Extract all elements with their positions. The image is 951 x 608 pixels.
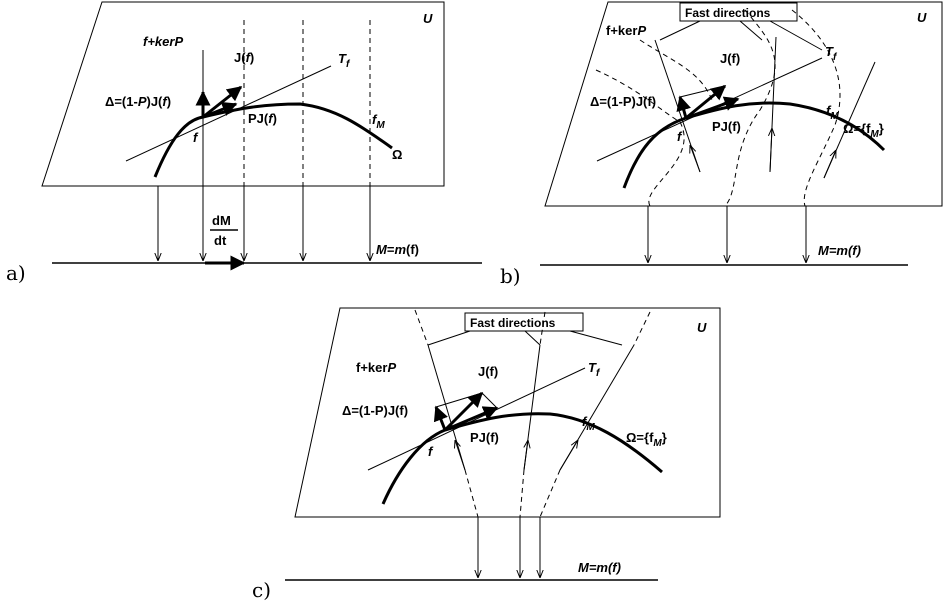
fast-directions-label-c: Fast directions [470,316,556,330]
fast-line-1-c [427,344,466,471]
space-label-a: U [423,11,433,26]
delta-vector-b [676,95,691,119]
base-label-a: M=m(f) [376,242,419,257]
pj-vector-b [685,96,740,120]
panel-c: U Fast directions Tf f+kerP J(f) Δ=(1-P)… [252,307,721,602]
fast-pointer-2-b [739,20,763,41]
tangent-line-a [125,65,332,162]
fast-pointer-3-c [569,330,623,346]
pj-label-a: PJ(f) [248,111,277,126]
point-label-b: f [677,129,683,144]
point-label-a: f [193,130,199,145]
fm-label-c: fM [582,414,595,433]
panel-tag-c: c) [252,578,271,602]
space-plane-b [544,1,943,207]
base-label-c: M=m(f) [578,560,621,575]
curved-fiber-2-b [724,9,776,207]
curved-fiber-4-b [639,39,713,101]
base-label-b: M=m(f) [818,243,861,258]
fast-dash-bot-2-c [519,469,525,518]
slow-manifold-curve-b [622,101,886,189]
j-label-b: J(f) [720,51,740,66]
pj-label-b: PJ(f) [712,119,741,134]
fm-label-a: fM [372,112,385,131]
parallelogram-side-c [481,392,498,409]
panel-a: U Tf f+kerP J(f) Δ=(1-P)J(f) PJ(f) f fM … [6,1,482,285]
space-plane-a [41,1,445,187]
tangent-line-c [367,367,586,471]
dm-denominator-a: dt [214,233,227,248]
fast-pointer-1-b [659,20,701,41]
fast-arrow-1-b [690,145,701,173]
fiber-label-c: f+kerP [356,360,396,375]
fast-directions-box-b [679,2,798,22]
slow-manifold-curve-a [153,102,393,178]
parallelogram-top-c [435,392,483,408]
j-label-a: J(f) [234,50,254,65]
fast-pointer-3-b [769,20,823,51]
panel-b: U Fast directions Tf f+kerP J(f) Δ=(1-P)… [500,1,943,288]
fast-dash-top-2-c [539,311,546,346]
delta-label-c: Δ=(1-P)J(f) [342,403,408,418]
fast-pointer-1-c [427,330,471,346]
fast-arrow-2-b [770,128,772,173]
pj-vector-c [444,406,499,432]
parallelogram-b [679,85,726,98]
fast-dash-bot-1-c [464,469,479,518]
fast-arrow-3-c [559,440,578,471]
dm-numerator-a: dM [212,213,231,228]
fast-dash-bot-3-c [539,469,561,518]
curved-fiber-3-b [791,9,841,207]
pj-label-c: PJ(f) [470,430,499,445]
fm-label-b: fM [826,103,839,122]
omega-label-a: Ω [392,147,402,162]
fast-pointer-2-c [524,330,541,346]
fast-arrow-3-b [823,150,836,179]
tangent-label-c: Tf [588,360,601,379]
j-vector-b [685,84,727,120]
tangent-label-a: Tf [338,51,351,70]
space-label-b: U [917,10,927,25]
fast-arrow-1-c [455,440,466,471]
fiber-label-b: f+kerP [606,23,646,38]
fast-dash-top-1-c [414,309,429,346]
fast-arrow-2-c [524,440,528,471]
omega-label-c: Ω={fM} [626,430,667,449]
space-label-c: U [697,320,707,335]
fast-directions-box-c [464,312,584,332]
j-vector-c [443,391,484,432]
delta-label-b: Δ=(1-P)J(f) [590,94,656,109]
omega-label-b: Ω={fM} [843,121,884,140]
fast-dash-top-3-c [633,311,651,346]
fast-directions-label-b: Fast directions [685,6,771,20]
space-plane-c [294,307,721,518]
j-label-c: J(f) [478,364,498,379]
delta-label-a: Δ=(1-P)J(f) [105,94,171,109]
delta-vector-c [433,405,448,431]
curved-fiber-1-b [595,69,685,207]
slow-manifold-curve-c [381,412,663,505]
tangent-label-b: Tf [825,44,838,63]
pj-vector-a [202,101,238,119]
panel-tag-a: a) [6,261,26,285]
fiber-label-a: f+kerP [143,34,183,49]
panel-tag-b: b) [500,264,521,288]
point-label-c: f [428,444,434,459]
fast-line-1-b [654,39,701,173]
